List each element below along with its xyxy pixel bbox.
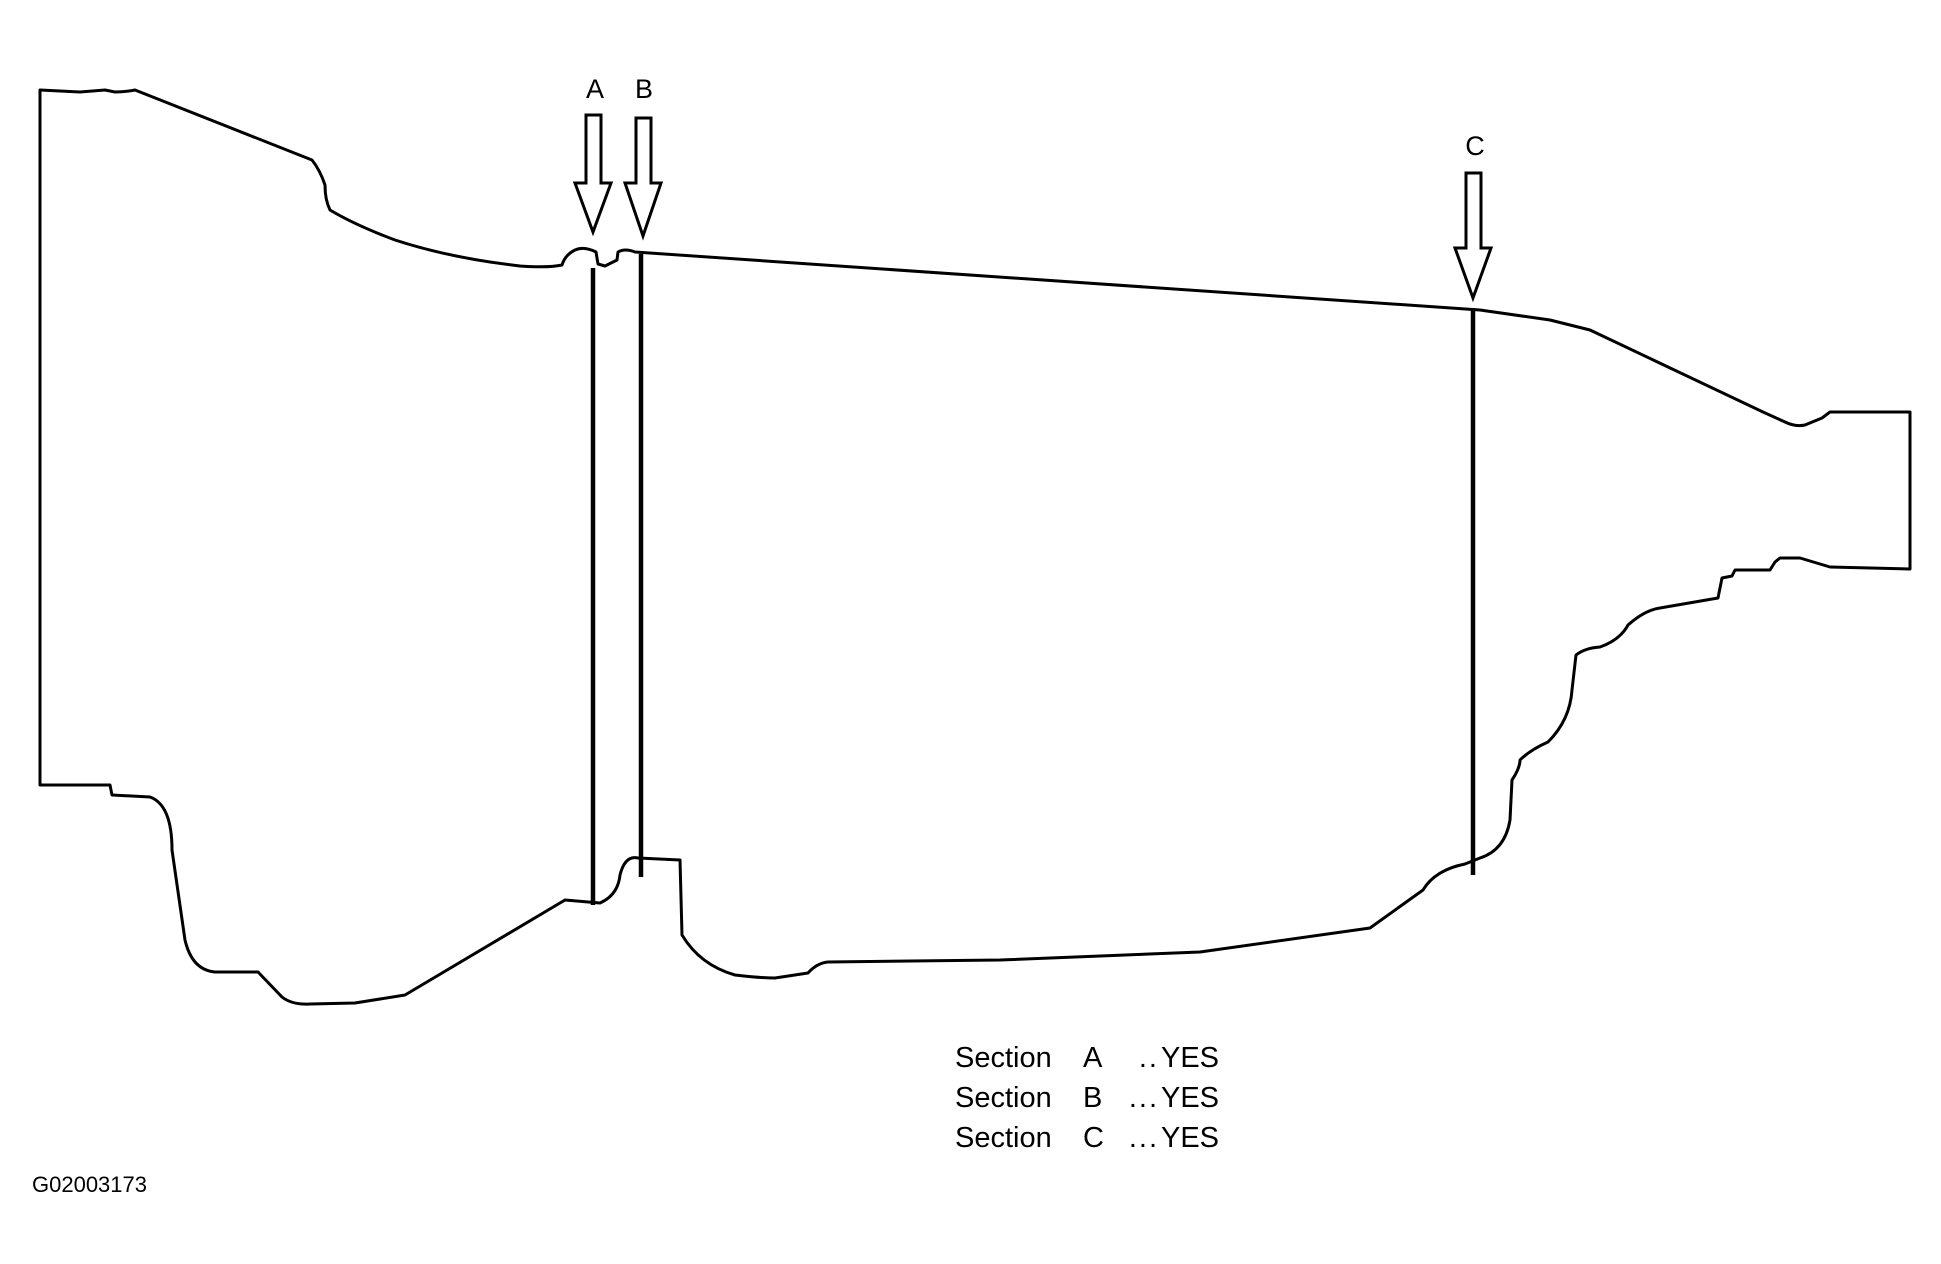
legend-dots: ... xyxy=(1128,1082,1159,1114)
arrow-c-icon xyxy=(1452,171,1494,303)
legend-word: Section xyxy=(955,1042,1052,1074)
legend-word: Section xyxy=(955,1122,1052,1154)
legend-letter: A xyxy=(1083,1042,1103,1074)
transmission-outline xyxy=(38,88,1912,1006)
section-legend: Section A .. YES Section B ... YES Secti… xyxy=(955,1038,1219,1158)
legend-dots: ... xyxy=(1128,1122,1159,1154)
marker-label-a: A xyxy=(586,74,604,104)
legend-word: Section xyxy=(955,1082,1052,1114)
legend-row-c: Section C ... YES xyxy=(955,1118,1219,1158)
legend-row-a: Section A .. YES xyxy=(955,1038,1219,1078)
legend-value: YES xyxy=(1161,1042,1220,1074)
marker-label-b: B xyxy=(635,74,653,104)
marker-label-c: C xyxy=(1465,131,1485,161)
legend-letter: B xyxy=(1083,1082,1103,1114)
arrow-b-icon xyxy=(622,116,664,241)
legend-letter: C xyxy=(1083,1122,1104,1154)
legend-value: YES xyxy=(1161,1122,1220,1154)
legend-dots: .. xyxy=(1138,1042,1159,1074)
figure-id: G02003173 xyxy=(32,1172,147,1197)
legend-row-b: Section B ... YES xyxy=(955,1078,1219,1118)
arrow-a-icon xyxy=(572,113,614,237)
legend-value: YES xyxy=(1161,1082,1220,1114)
